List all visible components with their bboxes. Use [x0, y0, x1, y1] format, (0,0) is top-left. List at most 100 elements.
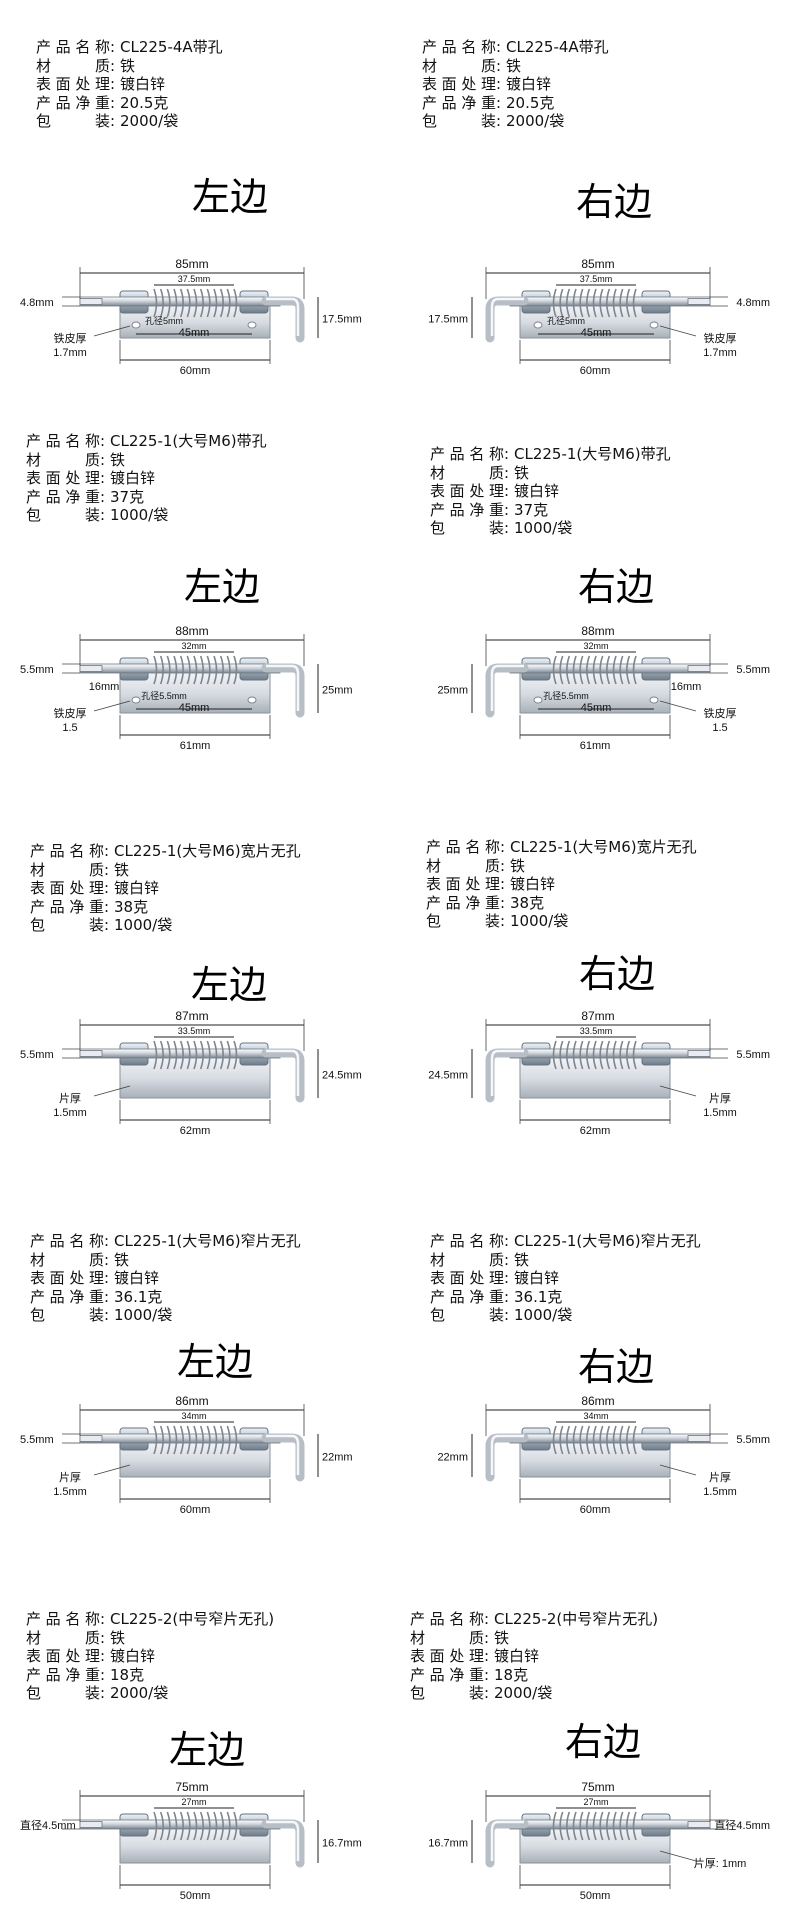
spring-coil [206, 1425, 211, 1455]
spring-coil [179, 1040, 184, 1070]
pin-tip [687, 1050, 711, 1057]
dim-height-label: 16.7mm [322, 1838, 362, 1850]
dim-total-label: 86mm [175, 1394, 208, 1408]
spec-label: 产品名称 [422, 38, 496, 56]
spec-value: 镀白锌 [110, 1647, 156, 1665]
dim-base-label: 60mm [180, 1504, 211, 1516]
spec-row: 材质:铁 [422, 57, 609, 76]
spec-colon: : [504, 1232, 510, 1250]
spec-block-left: 产品名称:CL225-1(大号M6)窄片无孔材质:铁表面处理:镀白锌产品净重:3… [30, 1232, 301, 1325]
dim-height-label: 24.5mm [322, 1070, 362, 1082]
spring-coil [626, 1811, 631, 1841]
spec-label: 产品净重 [30, 1287, 104, 1306]
spring-coil [579, 1811, 584, 1841]
spec-value: 镀白锌 [506, 75, 552, 93]
side-title-left: 左边 [169, 1728, 246, 1772]
spring-coil [579, 1040, 584, 1070]
dim-total-label: 86mm [581, 1394, 614, 1408]
spec-row: 产品名称:CL225-2(中号窄片无孔) [26, 1610, 274, 1629]
spec-row: 材质:铁 [26, 451, 267, 470]
spring-coil [586, 1811, 591, 1841]
spring-coil [153, 1040, 158, 1070]
spring-coil [566, 1811, 571, 1841]
latch-drawing: 88mm32mm61mm45mm孔径5.5mm5.5mm25mm16mm铁皮厚1… [20, 624, 353, 752]
spec-block-left: 产品名称:CL225-2(中号窄片无孔)材质:铁表面处理:镀白锌产品净重:18克… [26, 1610, 274, 1703]
spec-value: 36.1克 [114, 1287, 163, 1306]
spring-coil [186, 655, 191, 685]
spec-colon: : [110, 38, 116, 56]
pin-tip [79, 298, 103, 305]
spring-coil [612, 1425, 617, 1455]
spec-block-right: 产品名称:CL225-1(大号M6)带孔材质:铁表面处理:镀白锌产品净重:37克… [430, 445, 671, 538]
spec-colon: : [484, 1665, 490, 1684]
spring-coil [632, 1811, 637, 1841]
spring-coil [166, 1040, 171, 1070]
spring-coil [226, 1811, 231, 1841]
spec-block-right: 产品名称:CL225-1(大号M6)窄片无孔材质:铁表面处理:镀白锌产品净重:3… [430, 1232, 701, 1325]
dim-height-label: 22mm [437, 1452, 468, 1464]
dim-spring-label: 32mm [583, 641, 608, 651]
dim-total-label: 75mm [581, 1780, 614, 1794]
dim-spring-label: 33.5mm [178, 1026, 211, 1036]
spec-colon: : [484, 1610, 490, 1628]
spring-coil [559, 655, 564, 685]
latch-body [485, 1811, 711, 1868]
dim-pin-label: 4.8mm [736, 297, 770, 309]
spring-coil [166, 1425, 171, 1455]
dim-holes-label: 45mm [179, 327, 210, 339]
spring-coil [612, 1040, 617, 1070]
pin-rod [509, 1048, 711, 1059]
spring-coil [186, 1040, 191, 1070]
leader-line [93, 1085, 131, 1097]
spring-coil [186, 1811, 191, 1841]
spec-colon: : [104, 916, 110, 934]
handle [485, 1433, 529, 1482]
pin-tip [79, 665, 103, 672]
spec-label: 产品净重 [422, 93, 496, 112]
spec-colon: : [504, 1287, 510, 1306]
dim-height-label: 17.5mm [428, 314, 468, 326]
spec-label: 表面处理 [410, 1647, 484, 1665]
spec-value: CL225-1(大号M6)宽片无孔 [114, 842, 301, 860]
dim-total-label: 85mm [581, 257, 614, 271]
dim-holes-label: 45mm [179, 702, 210, 714]
spec-label: 产品净重 [430, 1287, 504, 1306]
spec-colon: : [104, 1287, 110, 1306]
spec-value: CL225-1(大号M6)带孔 [514, 445, 671, 463]
spec-label: 产品净重 [30, 897, 104, 916]
latch-body [79, 1040, 305, 1103]
spring-coil [173, 1425, 178, 1455]
spec-colon: : [110, 75, 116, 93]
spring-coil [552, 1040, 557, 1070]
spring-coil [619, 655, 624, 685]
spec-colon: : [496, 56, 502, 75]
spring-coil [606, 1425, 611, 1455]
dim-thickness-value: 1.7mm [703, 347, 737, 359]
spec-colon: : [100, 1647, 106, 1665]
pin-rod [509, 663, 711, 674]
spec-colon: : [504, 1250, 510, 1269]
spring-coil [619, 1811, 624, 1841]
spec-value: 36.1克 [514, 1287, 563, 1306]
handle-highlight [266, 1434, 300, 1475]
spec-label: 产品名称 [430, 445, 504, 463]
spec-row: 产品名称:CL225-1(大号M6)宽片无孔 [426, 838, 697, 857]
spring-coil [199, 288, 204, 318]
spring-coil [566, 1425, 571, 1455]
side-title-left: 左边 [192, 175, 269, 219]
spring-coil [193, 1425, 198, 1455]
spec-block-right: 产品名称:CL225-4A带孔材质:铁表面处理:镀白锌产品净重:20.5克包装:… [422, 38, 609, 131]
spring-coil [632, 655, 637, 685]
spec-value: 1000/袋 [514, 1306, 573, 1324]
spec-row: 材质:铁 [36, 57, 223, 76]
latch-figure-left: 88mm32mm61mm45mm孔径5.5mm5.5mm25mm16mm铁皮厚1… [20, 624, 353, 752]
leader-line [659, 1464, 697, 1476]
dim-pin-label: 5.5mm [736, 1434, 770, 1446]
spec-row: 材质:铁 [410, 1629, 658, 1648]
spec-label: 产品净重 [410, 1665, 484, 1684]
dim-base-label: 62mm [180, 1125, 211, 1137]
pin-tip [79, 1821, 103, 1828]
dim-total-label: 88mm [581, 624, 614, 638]
